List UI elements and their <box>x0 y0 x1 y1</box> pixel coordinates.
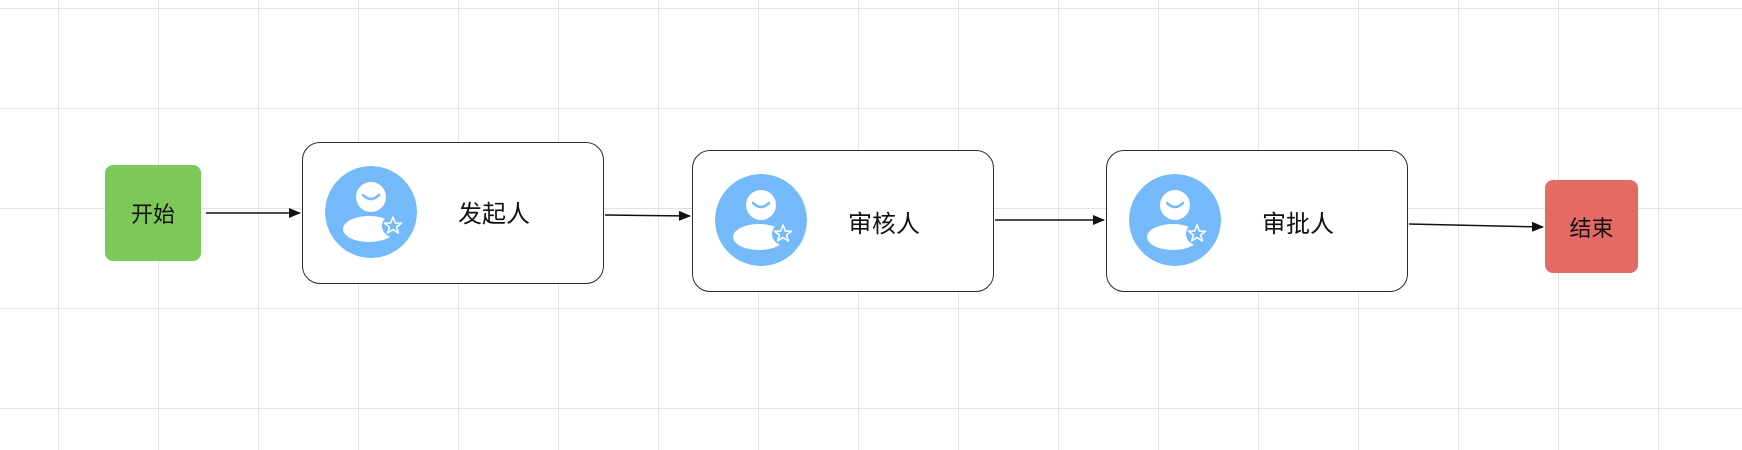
end-node[interactable]: 结束 <box>1545 180 1638 273</box>
approver-node[interactable]: 审批人 <box>1106 150 1408 292</box>
start-node[interactable]: 开始 <box>105 165 201 261</box>
user-star-icon <box>715 174 807 266</box>
user-star-icon <box>1129 174 1221 266</box>
user-star-icon <box>325 166 417 258</box>
approver-node-label: 审批人 <box>1262 209 1334 238</box>
reviewer-node-label: 审核人 <box>848 209 920 238</box>
initiator-node-label: 发起人 <box>458 199 530 228</box>
initiator-node[interactable]: 发起人 <box>302 142 604 284</box>
edge-initiator-reviewer[interactable] <box>604 210 691 221</box>
reviewer-node[interactable]: 审核人 <box>692 150 994 292</box>
edge-approver-end[interactable] <box>1408 221 1544 232</box>
end-node-label: 结束 <box>1569 216 1614 242</box>
start-node-label: 开始 <box>130 203 175 228</box>
